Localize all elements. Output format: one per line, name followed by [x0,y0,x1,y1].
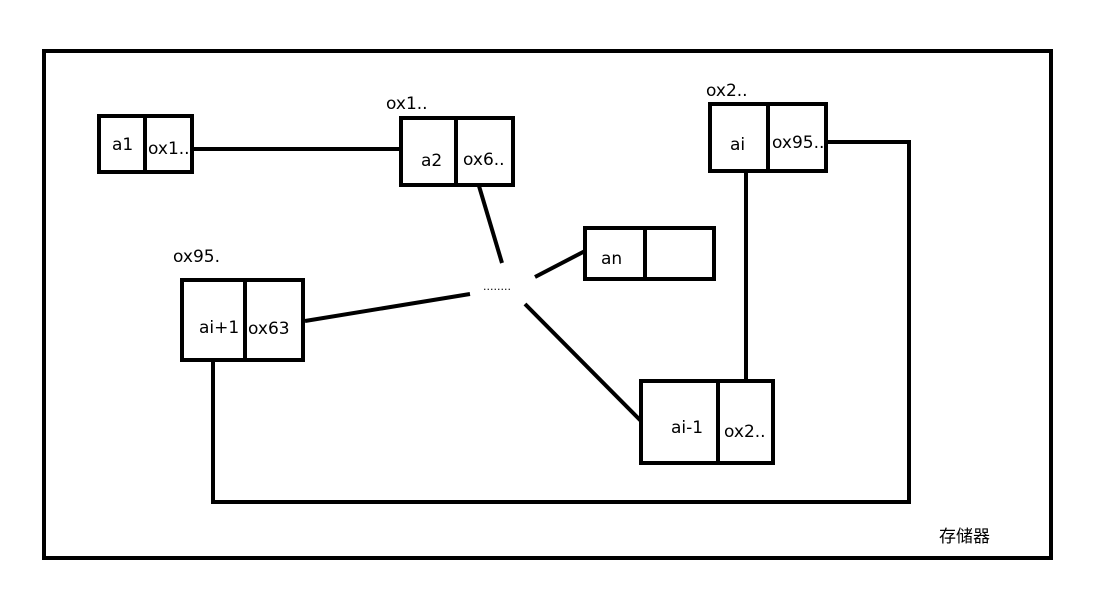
node-ai-value: ai [730,135,745,155]
node-ai-plus-1-value: ai+1 [199,318,239,338]
node-ai-minus-1-value: ai-1 [671,418,703,438]
node-ai-plus-1-address: ox95. [173,247,220,267]
link-ellipsis-to-aim1 [523,302,643,423]
node-ai-minus-1: ai-1 ox2.. [639,379,775,465]
node-a2-address: ox1.. [386,94,428,114]
node-an-value: an [601,249,622,269]
node-ai-minus-1-pointer: ox2.. [724,422,766,442]
node-an: an [583,226,716,281]
node-a1-pointer: ox1.. [148,139,190,159]
node-a2-pointer: ox6.. [463,150,505,170]
memory-frame [42,49,1053,560]
node-an-box [583,226,716,281]
node-ai-pointer: ox95.. [772,133,824,153]
node-ai-plus-1: ox95. ai+1 ox63 [173,247,305,362]
node-ai-plus-1-pointer: ox63 [248,319,290,339]
node-ai-address: ox2.. [706,81,748,101]
link-a2-to-ellipsis [477,185,504,264]
node-a1-value: a1 [112,135,133,155]
node-a1: a1 ox1.. [97,114,194,174]
ellipsis-dots: ........ [483,280,511,293]
node-ai-plus-1-box [180,278,305,362]
link-ellipsis-to-an [534,249,586,279]
link-ai-to-ai1 [211,140,911,504]
node-ai-minus-1-box [639,379,775,465]
node-ai: ox2.. ai ox95.. [706,81,828,173]
link-ai1-to-ellipsis [304,292,471,323]
node-a2: ox1.. a2 ox6.. [386,94,515,187]
node-a2-value: a2 [421,151,442,171]
memory-label: 存储器 [939,527,990,547]
